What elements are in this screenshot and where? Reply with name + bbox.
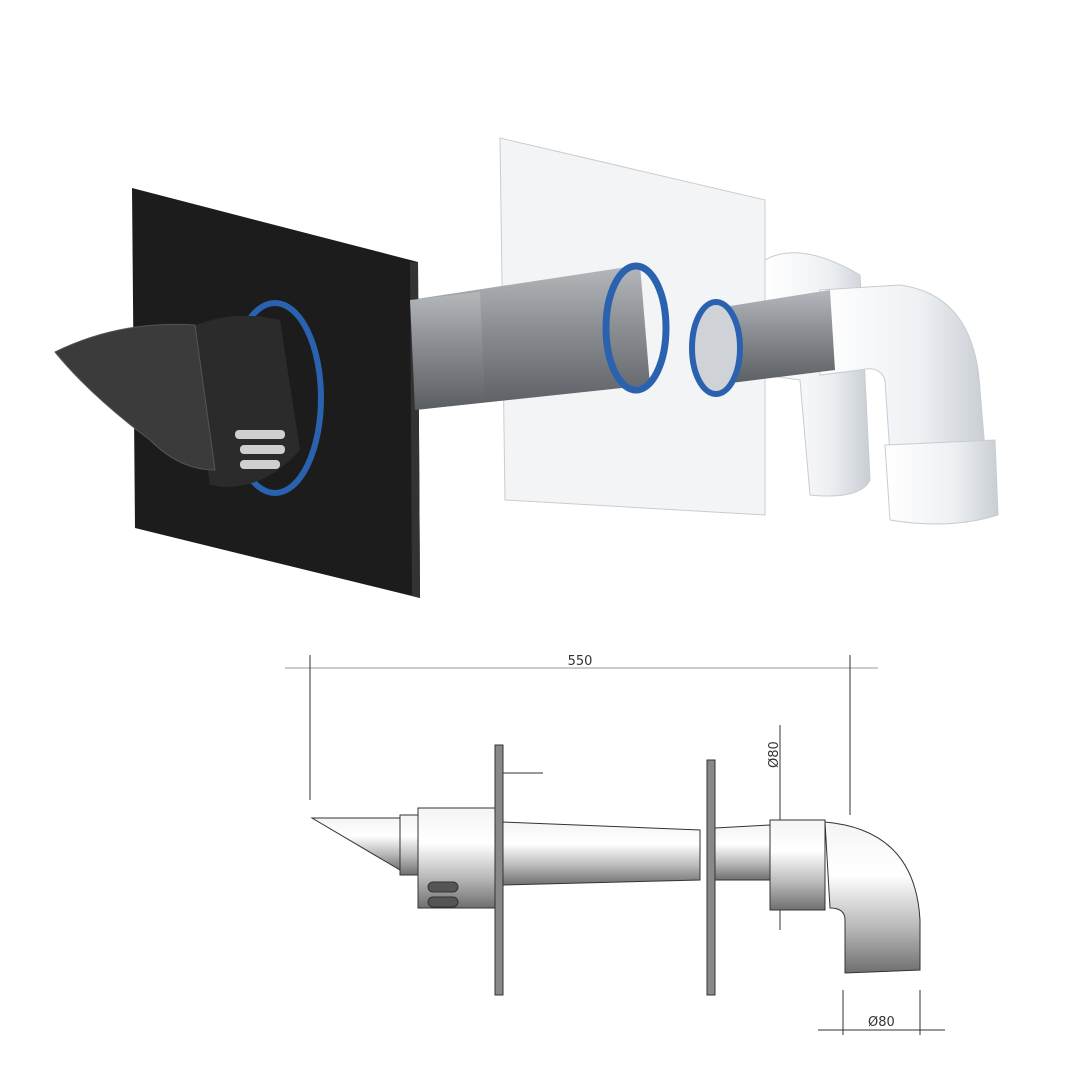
seal-ring (602, 262, 670, 394)
technical-drawing (285, 655, 945, 1035)
pipe-diameter-dimension: Ø80 (767, 741, 782, 768)
terminal-cap (54, 315, 300, 487)
overall-length-dimension: 550 (568, 654, 593, 669)
elbow-fitting (764, 252, 999, 525)
seal-ring-inner (689, 299, 743, 397)
outlet-diameter-dimension: Ø80 (868, 1015, 895, 1030)
